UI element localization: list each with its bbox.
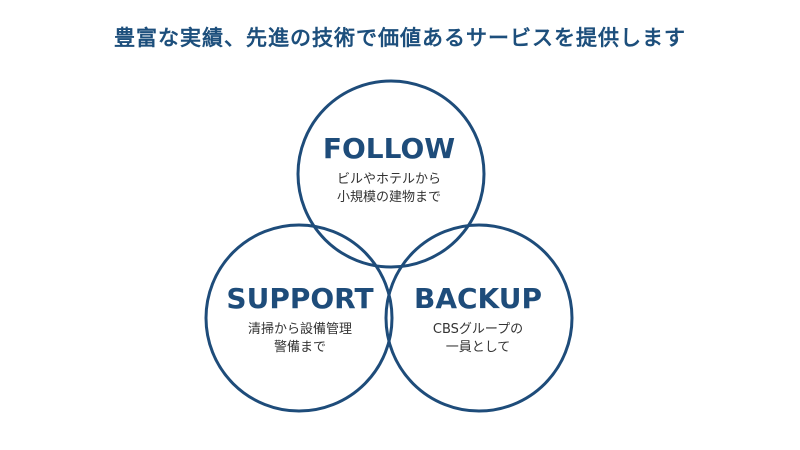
follow-title: FOLLOW [323, 132, 455, 165]
page-headline: 豊富な実績、先進の技術で価値あるサービスを提供します [114, 26, 686, 50]
follow-desc-line-2: 小規模の建物まで [337, 190, 441, 205]
backup-title: BACKUP [414, 282, 542, 315]
support-circle-outline [204, 223, 394, 413]
follow-desc-line-1: ビルやホテルから [337, 172, 441, 187]
support-desc-line-1: 清掃から設備管理 [248, 321, 352, 337]
support-desc-line-2: 警備まで [274, 339, 326, 355]
venn-circle-follow: FOLLOW ビルやホテルから 小規模の建物まで [296, 79, 486, 269]
venn-circle-backup: BACKUP CBSグループの 一員として [384, 223, 574, 413]
follow-circle-outline [296, 79, 486, 269]
backup-desc-line-2: 一員として [446, 340, 511, 355]
support-title: SUPPORT [226, 282, 373, 315]
backup-desc-line-1: CBSグループの [433, 322, 523, 337]
backup-circle-outline [384, 223, 574, 413]
venn-circle-support: SUPPORT 清掃から設備管理 警備まで [204, 223, 394, 413]
